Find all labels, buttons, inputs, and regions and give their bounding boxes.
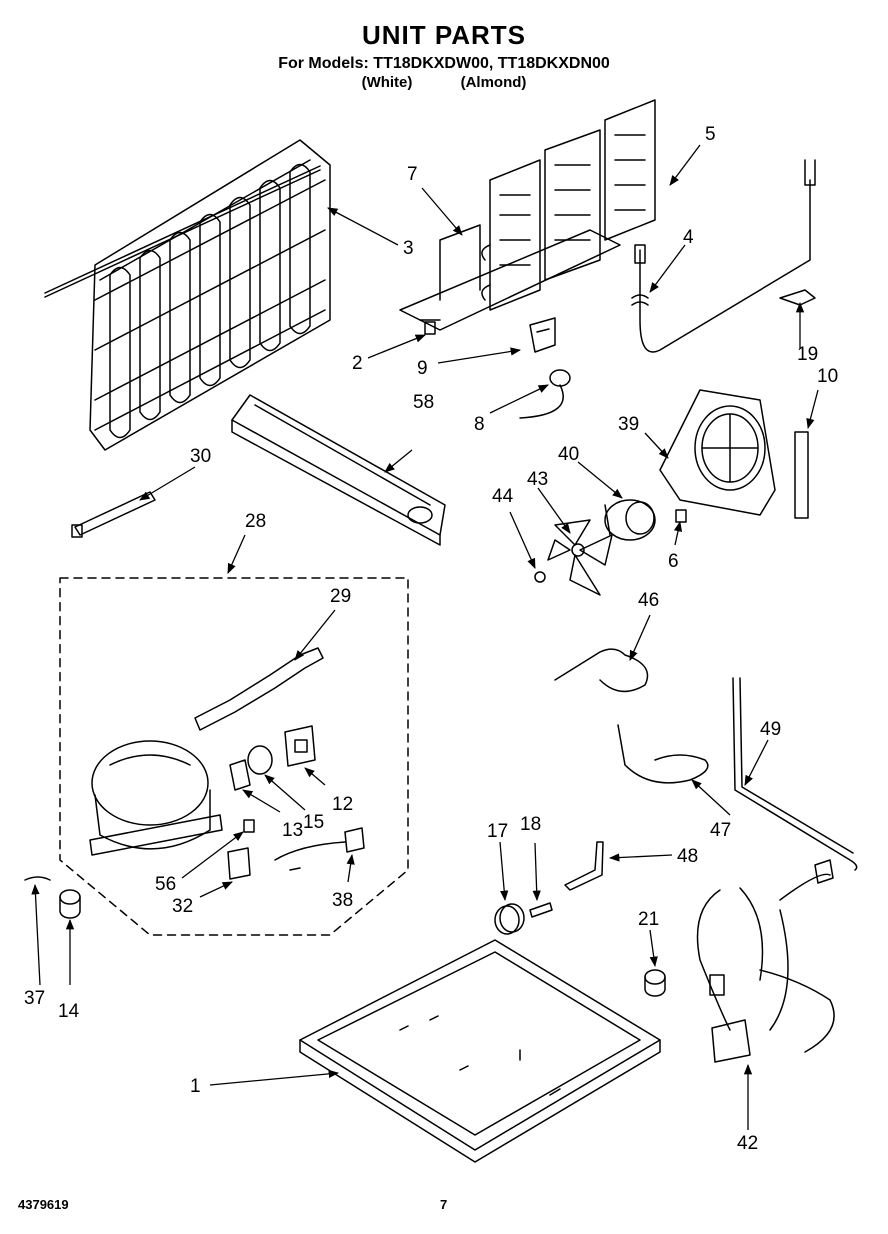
tube-part-48 (564, 841, 604, 891)
clip-part-9 (529, 317, 556, 353)
callout-8: 8 (474, 414, 485, 435)
cord-part-8 (519, 369, 571, 419)
page-title: UNIT PARTS (361, 20, 527, 50)
color-white: (White) (361, 74, 413, 91)
callout-21: 21 (638, 909, 659, 930)
callout-56: 56 (155, 874, 176, 895)
callout-17: 17 (487, 821, 508, 842)
callout-32: 32 (172, 896, 193, 917)
callout-18: 18 (520, 814, 541, 835)
page-number: 7 (440, 1197, 448, 1212)
callout-13: 13 (282, 820, 303, 841)
callout-14: 14 (58, 1001, 80, 1022)
tube-part-47 (617, 724, 709, 784)
base-plate (299, 939, 661, 1163)
dryer-part-29 (194, 647, 324, 731)
model-colors: (White) (Almond) (0, 74, 888, 91)
defrost-thermostat (631, 159, 816, 353)
callout-3: 3 (403, 238, 414, 259)
callout-40: 40 (558, 444, 579, 465)
evaporator-assembly (399, 99, 656, 331)
callout-7: 7 (407, 164, 418, 185)
start-device-part-12 (284, 725, 316, 767)
tube-part-30 (71, 491, 156, 538)
callout-49: 49 (760, 719, 781, 740)
callout-15: 15 (303, 812, 324, 833)
callout-28: 28 (245, 511, 266, 532)
callout-4: 4 (683, 227, 694, 248)
roller-part-17 (494, 903, 525, 935)
leveler-part-21 (644, 969, 666, 997)
callout-42: 42 (737, 1133, 758, 1154)
callout-29: 29 (330, 586, 351, 607)
callout-58: 58 (413, 392, 434, 413)
callout-48: 48 (677, 846, 698, 867)
compressor (89, 740, 223, 856)
wiring-harness (696, 859, 835, 1063)
callout-19: 19 (797, 344, 818, 365)
callout-30: 30 (190, 446, 211, 467)
fan-blade (547, 519, 613, 596)
overload-part-15 (247, 745, 273, 775)
callout-10: 10 (817, 366, 838, 387)
callout-12: 12 (332, 794, 353, 815)
capacitor-part-32 (227, 847, 251, 880)
fan-shroud (659, 389, 776, 516)
screw-part-2 (419, 319, 441, 335)
callout-labels: 3 7 5 4 2 9 19 10 8 39 40 43 44 6 58 30 … (24, 124, 838, 1154)
relay-part-13 (229, 759, 251, 791)
screw-part-6 (675, 509, 687, 523)
models-line: For Models: TT18DKXDW00, TT18DKXDN00 (278, 55, 610, 72)
callout-9: 9 (417, 358, 428, 379)
bracket-part-19 (779, 289, 816, 306)
callout-46: 46 (638, 590, 659, 611)
clip-part-37 (24, 876, 51, 881)
harness-part-38 (274, 827, 365, 871)
compressor-assembly-box (59, 577, 409, 936)
washer-part-44 (534, 571, 546, 583)
screw-part-56 (243, 819, 255, 833)
callout-38: 38 (332, 890, 353, 911)
fan-motor (604, 499, 656, 541)
strip-part-10 (794, 431, 809, 519)
callout-37: 37 (24, 988, 45, 1009)
callout-39: 39 (618, 414, 639, 435)
callout-1: 1 (190, 1076, 201, 1097)
axle-part-18 (529, 902, 553, 918)
tube-part-49 (732, 677, 858, 871)
callout-43: 43 (527, 469, 548, 490)
leader-arrows (31, 144, 819, 1130)
document-number: 4379619 (18, 1197, 69, 1212)
condenser-coil (44, 139, 331, 451)
tube-part-46 (554, 648, 649, 693)
callout-2: 2 (352, 353, 363, 374)
grommet-part-14 (59, 889, 81, 919)
color-almond: (Almond) (460, 74, 527, 91)
callout-47: 47 (710, 820, 731, 841)
callout-44: 44 (492, 486, 514, 507)
callout-5: 5 (705, 124, 716, 145)
drain-pan (231, 394, 446, 546)
callout-6: 6 (668, 551, 679, 572)
